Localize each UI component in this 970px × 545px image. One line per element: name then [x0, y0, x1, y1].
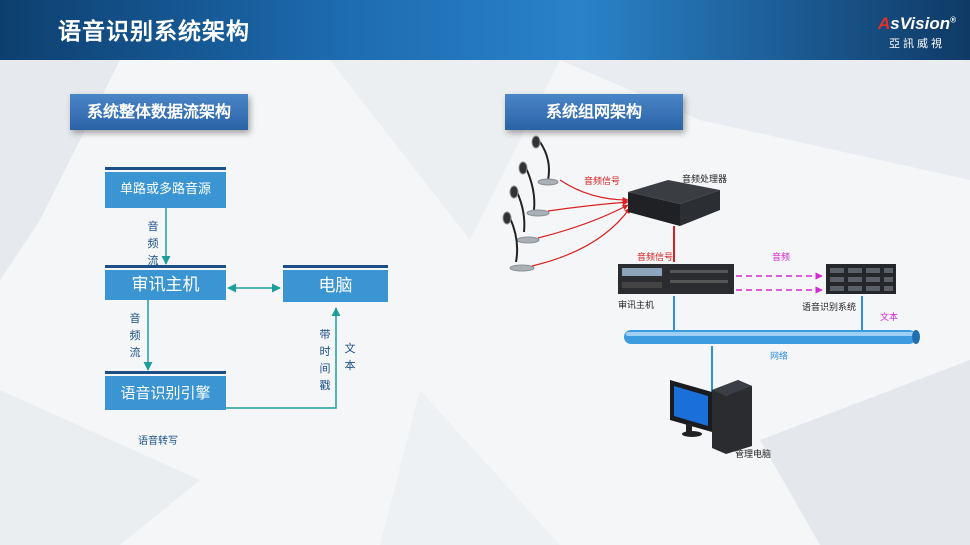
flow-label-1: 音频流	[147, 220, 159, 267]
audio-label: 音频	[772, 253, 791, 263]
header-bar: 语音识别系统架构 AsVision® 亞訊威視	[0, 0, 970, 60]
host-device-label: 审讯主机	[618, 301, 655, 311]
flow-label-2: 音频流	[129, 312, 141, 359]
page-title: 语音识别系统架构	[58, 19, 250, 45]
text-label-left: 文本	[344, 342, 356, 372]
audio-signal-label-1: 音频信号	[584, 177, 621, 187]
text-label-right: 文本	[880, 313, 899, 323]
asr-server-icon	[826, 264, 896, 294]
audio-signal-label-2: 音频信号	[637, 253, 674, 263]
engine-box: 语音识别引擎	[105, 371, 226, 410]
mgmt-pc-label: 管理电脑	[735, 450, 772, 460]
background-facets	[0, 60, 970, 545]
brand-logo: AsVision® 亞訊威視	[877, 14, 956, 50]
transcribe-label: 语音转写	[138, 436, 178, 447]
network-label: 网络	[770, 352, 789, 362]
network-bus	[624, 330, 920, 344]
pc-box: 电脑	[283, 265, 388, 302]
timestamp-label: 带时间戳	[319, 328, 331, 392]
audio-processor-label: 音频处理器	[682, 175, 728, 185]
audio-processor-icon	[628, 180, 720, 226]
host-box: 审讯主机	[105, 265, 226, 300]
asr-system-label: 语音识别系统	[802, 303, 857, 313]
management-pc-icon	[670, 380, 752, 454]
microphone-icon	[502, 135, 559, 272]
source-box: 单路或多路音源	[105, 167, 226, 208]
right-section-label: 系统组网架构	[505, 94, 683, 130]
host-device-icon	[618, 264, 734, 294]
left-section-label: 系统整体数据流架构	[70, 94, 248, 130]
